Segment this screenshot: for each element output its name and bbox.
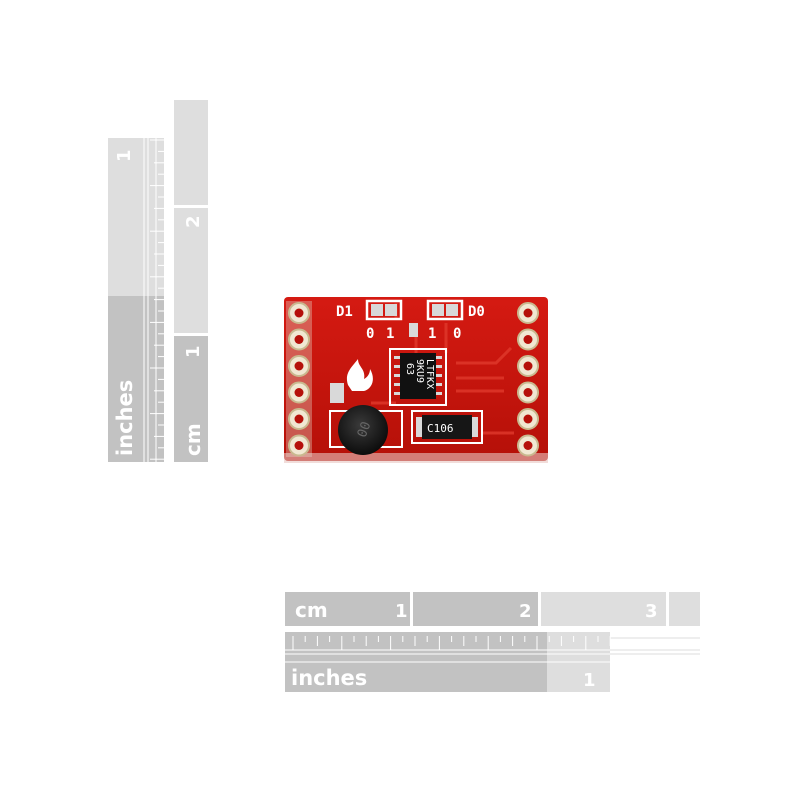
cm-tick-v-1: 1 — [183, 345, 204, 358]
flame-logo — [346, 359, 373, 391]
vertical-ruler: 1 inches 2 1 cm — [108, 100, 208, 462]
inch-tick-1: 1 — [583, 670, 596, 691]
left-header — [286, 301, 312, 457]
jumper-mark-1b: 1 — [428, 326, 436, 342]
inches-unit-label-v: inches — [113, 380, 137, 456]
jumper-mark-0a: 0 — [366, 326, 374, 342]
left-pin-hole — [294, 441, 304, 450]
cm-tick-1: 1 — [395, 601, 408, 622]
label-d0: D0 — [468, 304, 485, 320]
ic-line-3: 63 — [404, 363, 415, 375]
cm-unit-label: cm — [295, 598, 328, 622]
right-pin-hole — [523, 441, 533, 450]
label-d1: D1 — [336, 304, 353, 320]
jumper-d0 — [426, 299, 464, 321]
left-pin-hole — [294, 388, 304, 397]
right-pin-hole — [523, 388, 533, 397]
inductor: 00 — [329, 405, 403, 455]
ic-line-1: LTFKX — [424, 359, 435, 389]
cap-label: C106 — [427, 422, 454, 435]
right-pin-hole — [523, 361, 533, 371]
cm-tick-3: 3 — [645, 601, 658, 622]
right-pin-hole — [523, 308, 533, 318]
inches-unit-label: inches — [291, 666, 367, 690]
breakout-board: D1 D0 0 1 1 0 LTFKX 9KU9 63 00 — [284, 297, 548, 463]
cm-tick-v-2: 2 — [183, 215, 204, 228]
resistor — [409, 323, 418, 337]
right-pin-hole — [523, 335, 533, 344]
left-pin-hole — [294, 335, 304, 344]
inch-tick-v-1: 1 — [114, 149, 135, 162]
horizontal-ruler: cm 1 2 3 inches 1 — [285, 592, 700, 692]
cm-tick-2: 2 — [519, 601, 532, 622]
jumper-mark-0b: 0 — [453, 326, 461, 342]
left-pin-hole — [294, 414, 304, 424]
jumper-mark-1a: 1 — [386, 326, 394, 342]
right-pin-hole — [523, 414, 533, 424]
left-pin-hole — [294, 361, 304, 371]
ic-chip: LTFKX 9KU9 63 — [389, 348, 447, 406]
ic-line-2: 9KU9 — [414, 359, 425, 383]
cm-unit-label-v: cm — [181, 423, 205, 456]
jumper-d1 — [365, 299, 403, 321]
left-pin-hole — [294, 308, 304, 318]
tantalum-cap: C106 — [411, 410, 483, 444]
inductor-label: 00 — [355, 420, 374, 440]
capacitor-small — [330, 383, 344, 403]
